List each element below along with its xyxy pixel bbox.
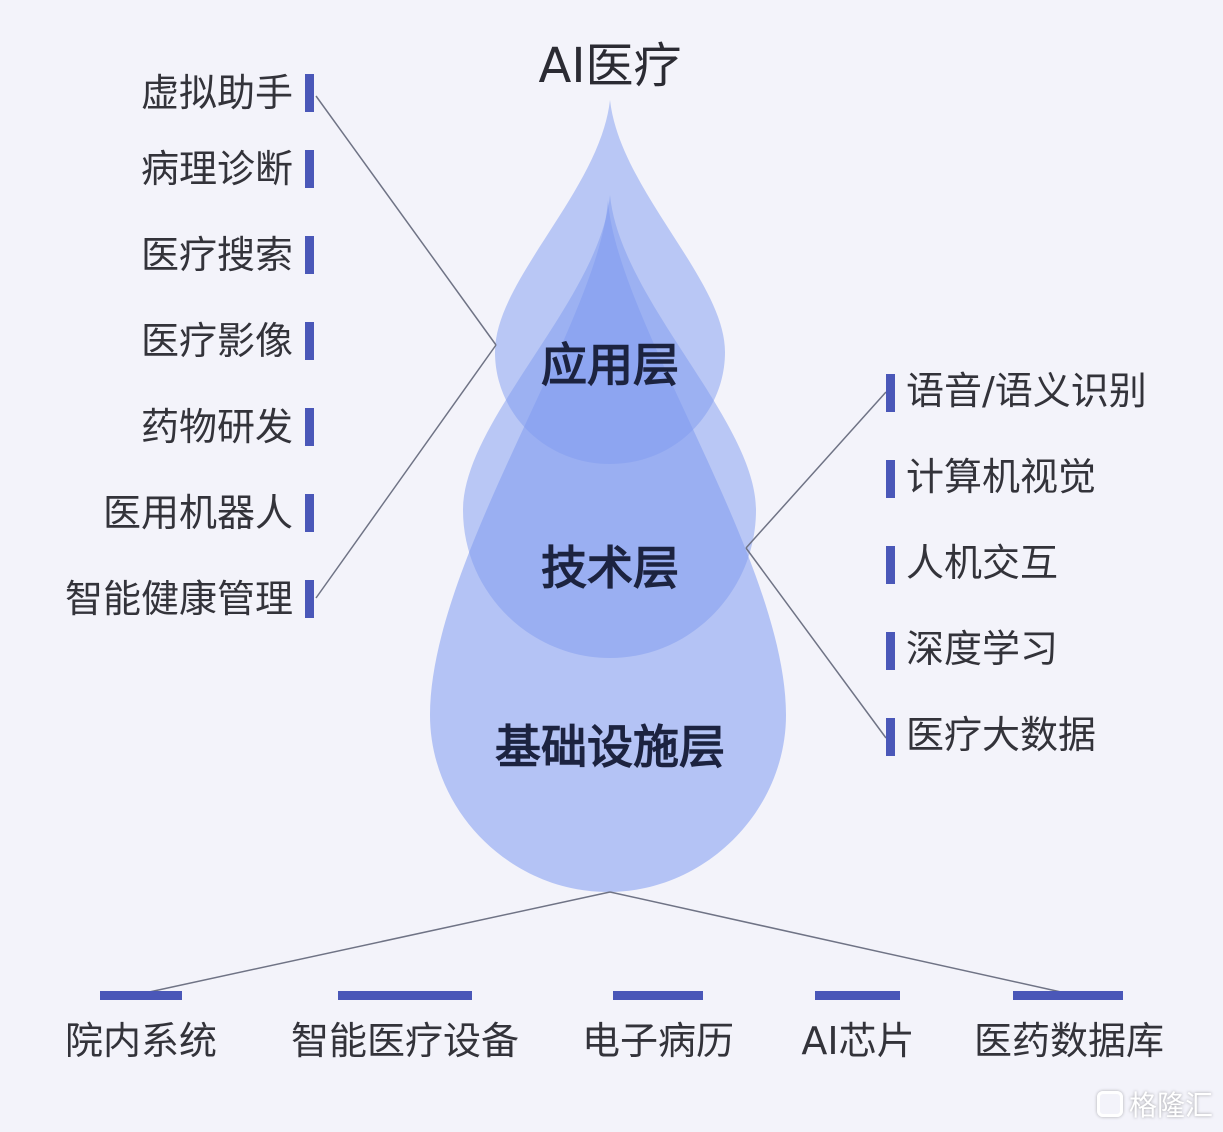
bar-infra-1: [100, 991, 182, 1000]
application-item: 医疗搜索: [140, 233, 293, 277]
infrastructure-connectors: [139, 891, 1071, 995]
bar-app-2: [305, 150, 314, 188]
bar-tech-3: [886, 546, 895, 584]
application-connectors: [315, 95, 497, 599]
watermark-text: 格隆汇: [1128, 1089, 1213, 1122]
bar-infra-4: [815, 991, 900, 1000]
technology-item: 深度学习: [906, 627, 1059, 671]
technology-connectors: [745, 391, 887, 739]
infrastructure-item: 电子病历: [581, 1019, 734, 1063]
bar-tech-1: [886, 374, 895, 412]
application-layer-label: 应用层: [541, 338, 679, 392]
bar-app-5: [305, 408, 314, 446]
bar-infra-5: [1013, 991, 1123, 1000]
technology-layer-label: 技术层: [541, 541, 679, 595]
infrastructure-item: AI芯片: [801, 1019, 915, 1063]
technology-item: 计算机视觉: [906, 455, 1097, 499]
watermark-logo-icon: [1096, 1091, 1123, 1117]
technology-item: 医疗大数据: [906, 713, 1097, 757]
technology-bars: [886, 374, 895, 756]
application-bars: [305, 74, 314, 618]
bar-app-7: [305, 580, 314, 618]
bar-app-3: [305, 236, 314, 274]
bar-tech-4: [886, 632, 895, 670]
application-item: 药物研发: [140, 405, 293, 449]
bar-app-1: [305, 74, 314, 112]
bar-infra-3: [613, 991, 703, 1000]
application-item: 虚拟助手: [140, 71, 293, 115]
infrastructure-item: 院内系统: [64, 1019, 217, 1063]
infrastructure-item: 智能医疗设备: [290, 1019, 519, 1063]
infrastructure-bars: [100, 991, 1123, 1000]
bar-app-4: [305, 322, 314, 360]
bar-tech-2: [886, 460, 895, 498]
application-item: 病理诊断: [140, 147, 293, 191]
application-drop: [495, 100, 725, 464]
application-item: 智能健康管理: [64, 577, 293, 621]
application-item: 医疗影像: [140, 319, 293, 363]
technology-item: 语音/语义识别: [906, 369, 1147, 413]
bar-infra-2: [338, 991, 472, 1000]
application-item: 医用机器人: [102, 491, 293, 535]
technology-item: 人机交互: [906, 541, 1059, 585]
diagram-title: AI医疗: [538, 38, 682, 94]
infrastructure-layer-label: 基础设施层: [495, 720, 725, 774]
infrastructure-item: 医药数据库: [973, 1019, 1164, 1063]
bar-app-6: [305, 494, 314, 532]
watermark: 格隆汇: [1096, 1084, 1213, 1124]
bar-tech-5: [886, 718, 895, 756]
